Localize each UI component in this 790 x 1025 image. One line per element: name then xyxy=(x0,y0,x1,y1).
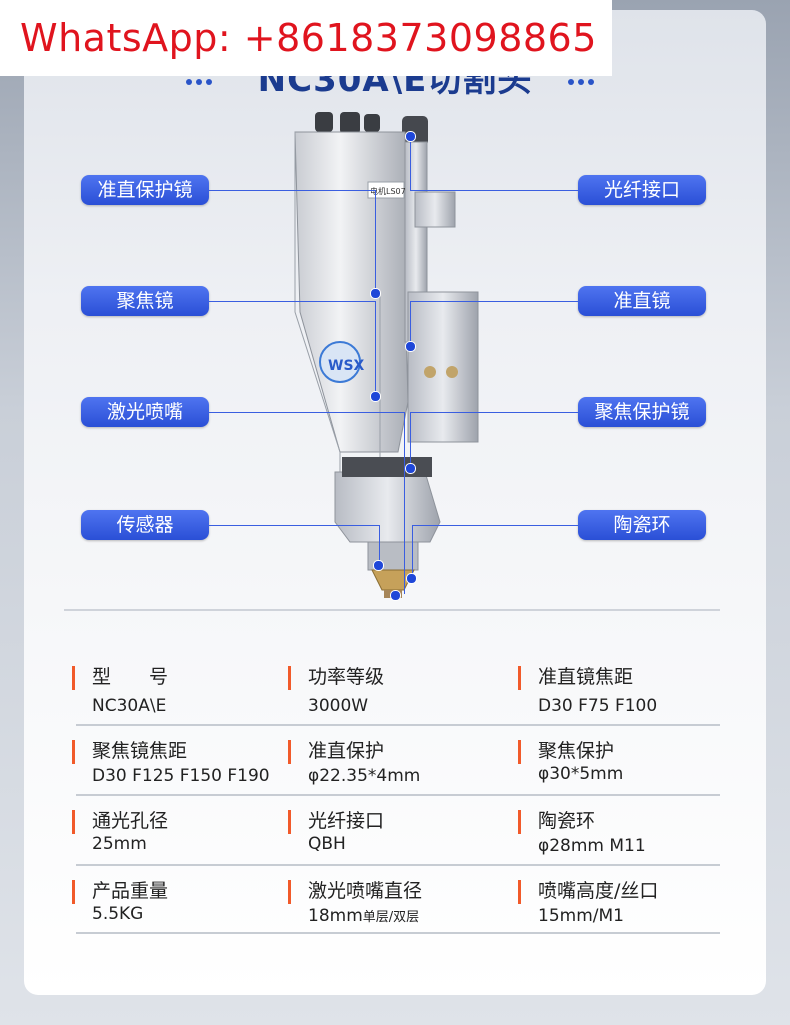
bullet-bar xyxy=(288,810,291,834)
bullet-bar xyxy=(72,666,75,690)
bullet-bar xyxy=(518,810,521,834)
leader-line xyxy=(410,412,411,467)
spec-key: 型 号 xyxy=(92,666,169,688)
callout-collimator-protective-lens: 准直保护镜 xyxy=(81,175,209,205)
whatsapp-watermark: WhatsApp: +8618373098865 xyxy=(0,0,612,76)
spec-key: 陶瓷环 xyxy=(538,810,596,832)
row-divider xyxy=(76,932,720,934)
row-divider xyxy=(76,724,720,726)
leader-line xyxy=(209,412,404,413)
row-divider xyxy=(76,794,720,796)
spec-key: 光纤接口 xyxy=(308,810,385,832)
leader-line xyxy=(410,190,578,191)
pointer-dot xyxy=(370,288,381,299)
spec-value: QBH xyxy=(308,834,346,854)
spec-key: 激光喷嘴直径 xyxy=(308,880,423,902)
pointer-dot xyxy=(370,391,381,402)
bullet-bar xyxy=(288,740,291,764)
spec-key: 功率等级 xyxy=(308,666,385,688)
brand-logo-text: WSX xyxy=(328,358,365,374)
callout-focusing-protective-lens: 聚焦保护镜 xyxy=(578,397,706,427)
leader-line xyxy=(209,190,375,191)
spec-key: 喷嘴高度/丝口 xyxy=(538,880,659,902)
title-decoration-right xyxy=(568,70,608,85)
spec-value: D30 F125 F150 F190 xyxy=(92,766,270,786)
callout-collimating-lens: 准直镜 xyxy=(578,286,706,316)
spec-value: φ28mm M11 xyxy=(538,836,646,856)
spec-key: 通光孔径 xyxy=(92,810,169,832)
spec-value: φ22.35*4mm xyxy=(308,766,421,786)
bullet-bar xyxy=(518,880,521,904)
bullet-bar xyxy=(288,880,291,904)
spec-key: 聚焦镜焦距 xyxy=(92,740,188,762)
spec-value: φ30*5mm xyxy=(538,764,624,784)
leader-line xyxy=(379,525,380,565)
cutting-head-image: WSX 电机LS07 xyxy=(294,112,479,598)
spec-value-suffix: 单层/双层 xyxy=(362,910,420,925)
spec-key: 准直镜焦距 xyxy=(538,666,634,688)
leader-line xyxy=(209,525,379,526)
title-decoration-left xyxy=(186,70,226,85)
leader-line xyxy=(410,135,411,190)
body-tag: 电机LS07 xyxy=(370,186,406,196)
spec-value: 3000W xyxy=(308,696,369,716)
leader-line xyxy=(375,301,376,395)
callout-fiber-interface: 光纤接口 xyxy=(578,175,706,205)
spec-value: D30 F75 F100 xyxy=(538,696,658,716)
callout-ceramic-ring: 陶瓷环 xyxy=(578,510,706,540)
bullet-bar xyxy=(288,666,291,690)
leader-line xyxy=(410,301,578,302)
leader-line xyxy=(412,525,413,577)
pointer-dot xyxy=(373,560,384,571)
spec-value: NC30A\E xyxy=(92,696,167,716)
leader-line xyxy=(412,525,578,526)
spec-value: 5.5KG xyxy=(92,904,144,924)
spec-value-main: 18mm xyxy=(308,906,363,926)
leader-line xyxy=(209,301,375,302)
bullet-bar xyxy=(72,810,75,834)
spec-key: 聚焦保护 xyxy=(538,740,615,762)
pointer-dot xyxy=(390,590,401,601)
bullet-bar xyxy=(518,666,521,690)
callout-laser-nozzle: 激光喷嘴 xyxy=(81,397,209,427)
pointer-dot xyxy=(405,341,416,352)
leader-line xyxy=(375,190,376,292)
spec-key: 产品重量 xyxy=(92,880,169,902)
leader-line xyxy=(410,301,411,346)
pointer-dot xyxy=(406,573,417,584)
section-divider xyxy=(64,609,720,611)
bullet-bar xyxy=(518,740,521,764)
spec-value: 25mm xyxy=(92,834,147,854)
pointer-dot xyxy=(405,463,416,474)
leader-line xyxy=(410,412,578,413)
bullet-bar xyxy=(72,880,75,904)
row-divider xyxy=(76,864,720,866)
pointer-dot xyxy=(405,131,416,142)
callout-sensor: 传感器 xyxy=(81,510,209,540)
spec-value: 18mm单层/双层 xyxy=(308,906,419,926)
callout-focusing-lens: 聚焦镜 xyxy=(81,286,209,316)
bullet-bar xyxy=(72,740,75,764)
leader-line xyxy=(404,412,405,594)
spec-key: 准直保护 xyxy=(308,740,385,762)
spec-value: 15mm/M1 xyxy=(538,906,624,926)
